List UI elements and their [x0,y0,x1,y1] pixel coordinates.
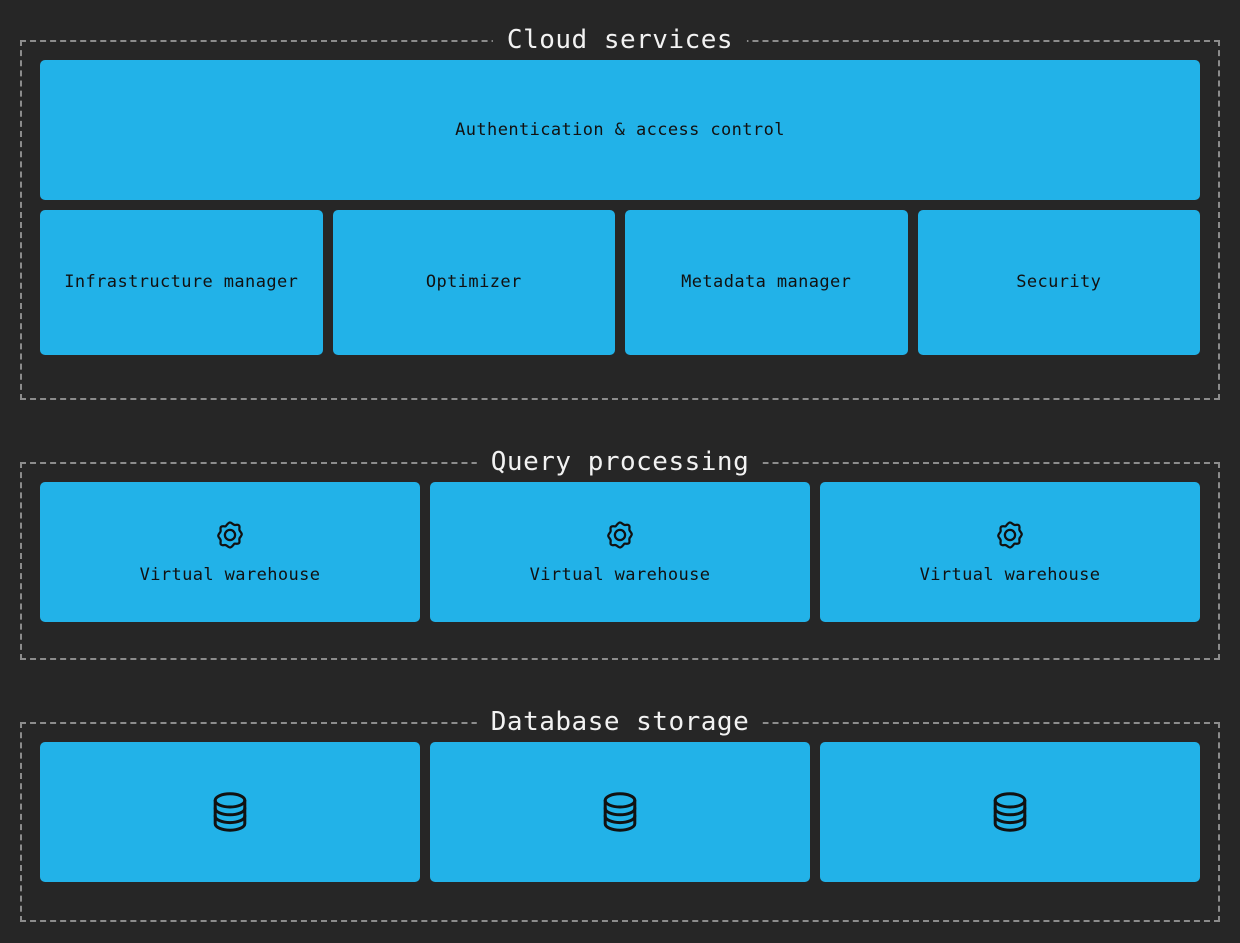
node-label: Virtual warehouse [529,564,711,585]
node-database-storage-3[interactable] [820,742,1200,882]
node-virtual-warehouse-1[interactable]: Virtual warehouse [40,482,420,622]
node-infrastructure-manager[interactable]: Infrastructure manager [40,210,323,355]
database-icon [986,788,1034,836]
section-title-database-storage: Database storage [476,709,764,735]
node-virtual-warehouse-2[interactable]: Virtual warehouse [430,482,810,622]
database-icon [206,788,254,836]
database-icon [596,788,644,836]
row-auth: Authentication & access control [40,60,1200,200]
gear-icon [603,518,637,552]
node-virtual-warehouse-3[interactable]: Virtual warehouse [820,482,1200,622]
node-authentication-access-control[interactable]: Authentication & access control [40,60,1200,200]
section-query-processing: Query processing Virtual warehouse [20,449,1220,660]
gear-icon [213,518,247,552]
node-label: Optimizer [425,272,522,293]
gear-icon [993,518,1027,552]
section-body-query-processing: Virtual warehouse Virtual warehouse [22,464,1218,640]
section-body-cloud-services: Authentication & access control Infrastr… [22,42,1218,373]
node-database-storage-1[interactable] [40,742,420,882]
node-label: Virtual warehouse [139,564,321,585]
node-optimizer[interactable]: Optimizer [332,210,615,355]
section-body-database-storage [22,724,1218,900]
section-cloud-services: Cloud services Authentication & access c… [20,27,1220,400]
section-database-storage: Database storage [20,709,1220,922]
section-title-query-processing: Query processing [476,449,764,475]
row-cloud-services-components: Infrastructure manager Optimizer Metadat… [40,210,1200,355]
node-label: Metadata manager [681,272,852,293]
node-label: Virtual warehouse [919,564,1101,585]
node-metadata-manager[interactable]: Metadata manager [625,210,908,355]
section-title-cloud-services: Cloud services [492,27,748,53]
node-label: Infrastructure manager [64,272,299,293]
node-label: Security [1016,272,1102,293]
row-storage-nodes [40,742,1200,882]
node-label: Authentication & access control [455,119,785,140]
node-database-storage-2[interactable] [430,742,810,882]
node-security[interactable]: Security [917,210,1200,355]
row-virtual-warehouses: Virtual warehouse Virtual warehouse [40,482,1200,622]
